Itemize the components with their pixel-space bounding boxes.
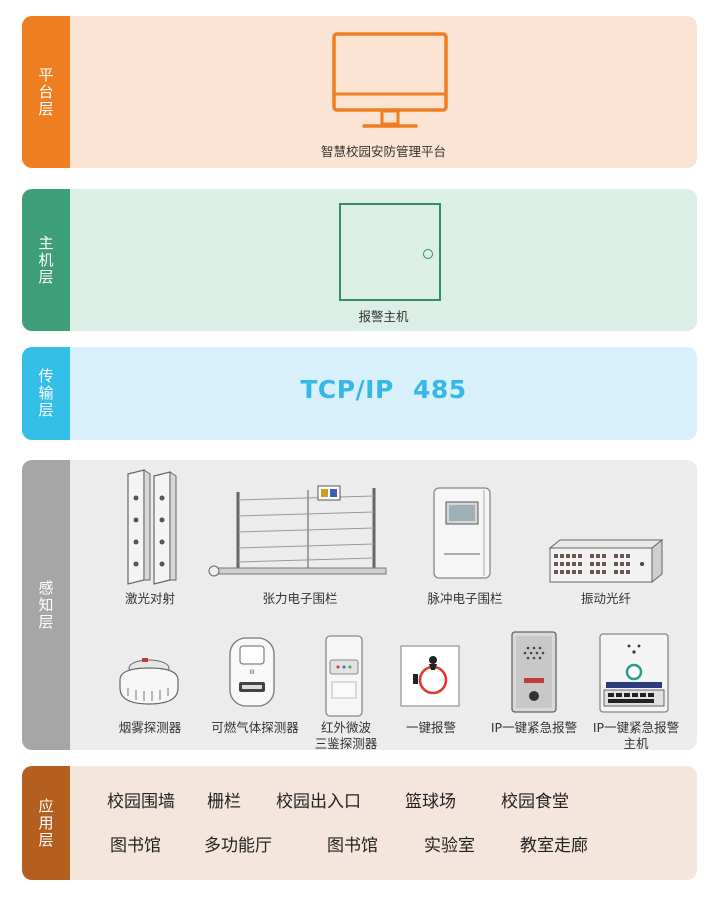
smoke-detector-icon [119,658,179,705]
ip-emergency-alarm-icon [511,631,557,713]
gas-detector-icon: III [229,637,275,707]
panic-button-icon [400,645,460,707]
device-caption: 脉冲电子围栏 [427,591,503,606]
application-item: 图书馆 [110,836,161,856]
device-caption: 可燃气体探测器 [211,720,299,735]
host-layer-body: 报警主机 [70,189,697,331]
laser-beam-detector-icon [127,469,177,585]
platform-layer-body: 智慧校园安防管理平台 [70,16,697,168]
device-caption: IP一键紧急报警 [592,720,680,735]
application-item: 篮球场 [405,792,456,812]
device-caption: 张力电子围栏 [262,591,338,606]
pir-microwave-detector-icon [325,635,363,717]
transport-layer-label: 传输层 [22,347,70,440]
host-layer: 主机层 报警主机 [22,189,697,331]
platform-layer-label: 平台层 [22,16,70,168]
application-item: 栅栏 [207,792,241,812]
application-item: 多功能厅 [204,836,272,856]
monitor-icon [332,32,448,128]
device-caption: 红外微波 [320,720,371,735]
tension-fence-icon [208,485,387,577]
transport-protocols: TCP/IP 485 [300,375,467,404]
device-caption: 一键报警 [405,720,456,735]
host-layer-label: 主机层 [22,189,70,331]
application-item: 校园围墙 [107,792,175,812]
device-caption: 烟雾探测器 [118,720,182,735]
vibration-fiber-icon [548,538,664,584]
application-item: 校园出入口 [276,792,361,812]
application-item: 实验室 [424,836,475,856]
application-layer-label: 应用层 [22,766,70,880]
sense-layer-label: 感知层 [22,460,70,750]
application-item: 校园食堂 [501,792,569,812]
platform-caption: 智慧校园安防管理平台 [320,144,446,159]
application-item: 教室走廊 [520,836,588,856]
pulse-fence-icon [433,487,491,579]
ip-emergency-host-icon [599,633,669,713]
transport-layer-body: TCP/IP 485 [70,347,697,440]
device-caption-line2: 三鉴探测器 [314,736,378,750]
alarm-panel-icon [339,203,441,301]
host-caption: 报警主机 [358,309,409,324]
application-layer-body: 校园围墙 栅栏 校园出入口 篮球场 校园食堂 图书馆 多功能厅 图书馆 实验室 … [70,766,697,880]
sense-layer: 感知层 激光对射 张力电子围栏 [22,460,697,750]
device-caption-line2: 主机 [623,736,649,750]
sense-layer-body: 激光对射 张力电子围栏 脉冲电子围栏 [70,460,697,750]
device-caption: 振动光纤 [580,591,631,606]
svg-text:III: III [249,669,255,676]
application-item: 图书馆 [327,836,378,856]
platform-layer: 平台层 智慧校园安防管理平台 [22,16,697,168]
device-caption: IP一键紧急报警 [490,720,578,735]
application-layer: 应用层 校园围墙 栅栏 校园出入口 篮球场 校园食堂 图书馆 多功能厅 图书馆 … [22,766,697,880]
transport-layer: 传输层 TCP/IP 485 [22,347,697,440]
panel-knob [423,249,433,259]
device-caption: 激光对射 [124,591,175,606]
